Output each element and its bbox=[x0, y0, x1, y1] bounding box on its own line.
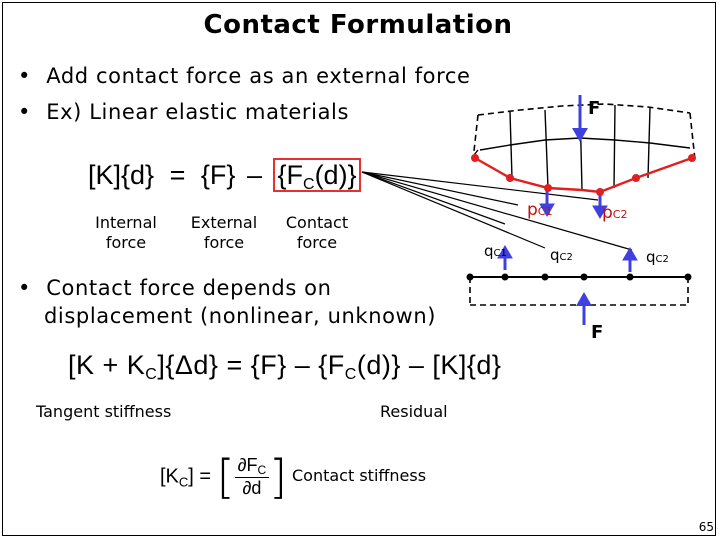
bullet-text: Ex) Linear elastic materials bbox=[46, 100, 350, 124]
eq-minus: – bbox=[246, 160, 262, 190]
top-force-arrow bbox=[572, 95, 588, 142]
bottom-force-arrow bbox=[576, 292, 592, 325]
label-residual: Residual bbox=[380, 402, 448, 421]
bullet-text-line2: displacement (nonlinear, unknown) bbox=[44, 304, 437, 328]
label-qc2-left: qC2 bbox=[550, 246, 573, 264]
label-bottom-force: F bbox=[591, 322, 604, 343]
equation-equilibrium: [K]{d} = {F} – {FC(d)} bbox=[88, 158, 361, 194]
bullet-contact-depends: • Contact force depends on displacement … bbox=[18, 274, 436, 330]
bullet-text-line1: Contact force depends on bbox=[46, 276, 332, 300]
eq-external-term: {F} bbox=[200, 160, 236, 190]
label-pc1: pC1 bbox=[527, 200, 553, 220]
slide-title: Contact Formulation bbox=[203, 10, 513, 40]
label-qc2-right: qC2 bbox=[646, 248, 669, 266]
contact-force-arrows bbox=[497, 191, 638, 272]
label-top-force: F bbox=[588, 98, 601, 119]
bullet-dot: • bbox=[18, 100, 31, 124]
bullet-add-contact-force: • Add contact force as an external force bbox=[18, 64, 471, 88]
bullet-linear-elastic: • Ex) Linear elastic materials bbox=[18, 100, 349, 124]
lower-body bbox=[466, 273, 692, 306]
label-qc1: qC1 bbox=[484, 242, 507, 260]
page-number: 65 bbox=[698, 520, 714, 534]
upper-body-boundary bbox=[472, 103, 696, 161]
label-tangent-stiffness: Tangent stiffness bbox=[36, 402, 172, 421]
equation-contact-stiffness: [KC] = [∂FC∂d] bbox=[160, 450, 288, 504]
equation-incremental: [K + KC]{Δd} = {F} – {FC(d)} – [K]{d} bbox=[68, 350, 502, 383]
bullet-dot: • bbox=[18, 64, 31, 88]
leader-lines bbox=[361, 171, 633, 251]
eq-contact-term: {FC(d)} bbox=[273, 158, 361, 193]
fraction: ∂FC∂d bbox=[234, 455, 270, 499]
label-pc2: pC2 bbox=[602, 203, 628, 223]
eq-internal-term: [K]{d} bbox=[88, 160, 155, 190]
eq-equals: = bbox=[169, 160, 186, 190]
upper-contact-boundary bbox=[471, 154, 696, 196]
bullet-text: Add contact force as an external force bbox=[46, 64, 471, 88]
bullet-dot: • bbox=[18, 276, 31, 300]
label-contact-stiffness: Contact stiffness bbox=[292, 466, 427, 485]
